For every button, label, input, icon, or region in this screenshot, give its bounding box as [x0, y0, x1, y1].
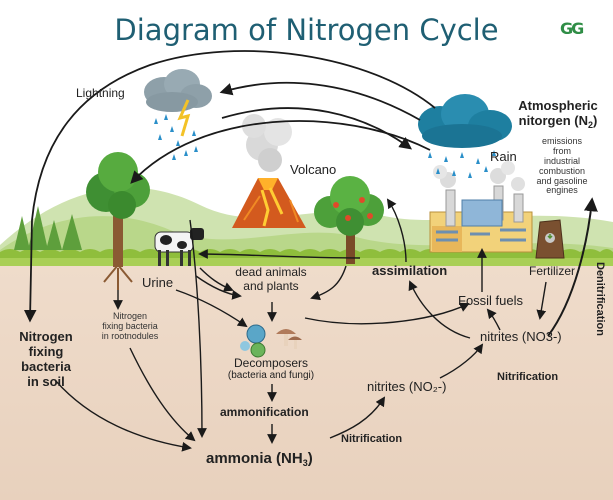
root-bacteria-line: Nitrogen — [112, 311, 148, 321]
label-nitrogen-fixing-soil: Nitrogen fixing bacteria in soil — [2, 329, 90, 390]
soil-bacteria-line: in soil — [27, 373, 65, 389]
label-decomposers-sub: (bacteria and fungi) — [227, 370, 315, 381]
arrow-atmosphere-to-lightning — [219, 81, 421, 121]
soil-bacteria-line: fixing bacteria — [21, 343, 71, 374]
arrow-rootnodules-to-ammonia — [129, 347, 196, 442]
label-rain: Rain — [490, 149, 517, 164]
root-bacteria-line: fixing bacteria — [102, 320, 158, 331]
emissions-line: and gasoline — [536, 175, 588, 186]
label-ammonia: ammonia (NH3) — [206, 450, 313, 468]
emissions-line: industrial — [543, 155, 581, 166]
label-fertilizer: Fertilizer — [529, 264, 576, 278]
emissions-line: engines — [546, 185, 578, 196]
volcano-icon — [232, 114, 306, 228]
soil — [0, 262, 613, 500]
dead-animals-line: dead animals — [235, 265, 307, 279]
dead-animals-line: and plants — [243, 278, 299, 293]
arrow-ammonia-to-no2 — [329, 396, 386, 439]
label-nitrification-1: Nitrification — [497, 371, 559, 383]
label-assimilation: assimilation — [372, 263, 448, 278]
arrow-denitrification — [547, 197, 598, 337]
arrow-plants-to-dead — [310, 265, 347, 301]
label-root-nodule-bacteria: Nitrogen fixing bacteria in rootnodules — [92, 311, 168, 342]
arrow-assimilation-to-cow — [198, 249, 361, 259]
label-nitrites-no2: nitrites (NO₂-) — [367, 379, 447, 394]
ammonia-close: ) — [307, 450, 313, 467]
label-denitrification: Denitrification — [594, 262, 606, 336]
label-atmospheric-nitrogen: Atmospheric nitorgen (N2) — [506, 98, 610, 130]
cycle-arrows — [23, 50, 598, 452]
factory-icon — [429, 161, 533, 253]
arrow-dead-from-left — [199, 267, 234, 292]
atmospheric-subscript: 2 — [587, 119, 593, 130]
label-ammonification: ammonification — [220, 405, 309, 419]
label-emissions: emissions from industrial combustion and… — [526, 136, 598, 196]
arrow-vertical-to-ammonia — [189, 219, 207, 438]
arrow-assimilation-up — [386, 198, 407, 263]
page-title: Diagram of Nitrogen Cycle — [114, 13, 499, 47]
atmospheric-line1: Atmospheric — [518, 98, 598, 113]
lightning-cloud-icon — [144, 69, 212, 160]
brand-logo: GG — [560, 19, 584, 38]
arrow-urine-to-decomposers — [175, 289, 248, 328]
arrow-fertilizer-down — [536, 281, 547, 320]
label-urine: Urine — [142, 275, 174, 290]
label-fossil-fuels: Fossil fuels — [458, 293, 524, 308]
root-bacteria-line: in rootnodules — [101, 330, 159, 341]
arrow-atmosphere-to-tree — [130, 120, 431, 184]
label-dead-animals: dead animals and plants — [226, 265, 316, 294]
atmospheric-close: ) — [593, 112, 598, 128]
label-lightning: Lightning — [76, 86, 125, 100]
label-decomposers: Decomposers — [233, 356, 309, 370]
soil-bacteria-line: Nitrogen — [19, 329, 73, 344]
emissions-line: emissions — [541, 136, 582, 146]
rain-cloud-icon — [418, 94, 512, 178]
label-nitrites-no3: nitrites (NO3-) — [480, 329, 562, 344]
arrow-cow-to-dead — [195, 275, 242, 300]
ammonia-subscript: 3 — [302, 458, 308, 468]
ammonia-text: ammonia (NH — [206, 450, 303, 467]
arrow-soil-to-fossil — [304, 302, 470, 325]
atmospheric-line2: nitorgen (N2) — [506, 112, 610, 130]
arrow-atmosphere-to-soil-bacteria — [23, 50, 436, 323]
arrow-soil-bacteria-to-ammonia — [54, 379, 192, 452]
emissions-line: from — [553, 145, 571, 156]
pine-trees-icon — [14, 206, 82, 250]
label-nitrification-2: Nitrification — [341, 433, 403, 445]
decomposers-icon — [240, 324, 302, 358]
arrow-nitrite-to-fossil — [486, 308, 501, 331]
atmospheric-text: nitorgen (N — [518, 112, 588, 128]
fertilizer-bag-icon — [535, 219, 565, 259]
arrow-no2-to-no3 — [439, 343, 484, 379]
label-volcano: Volcano — [290, 162, 337, 177]
apple-tree-icon — [314, 176, 384, 264]
arrow-lightning-to-rain — [221, 107, 413, 150]
emissions-line: combustion — [538, 165, 586, 176]
